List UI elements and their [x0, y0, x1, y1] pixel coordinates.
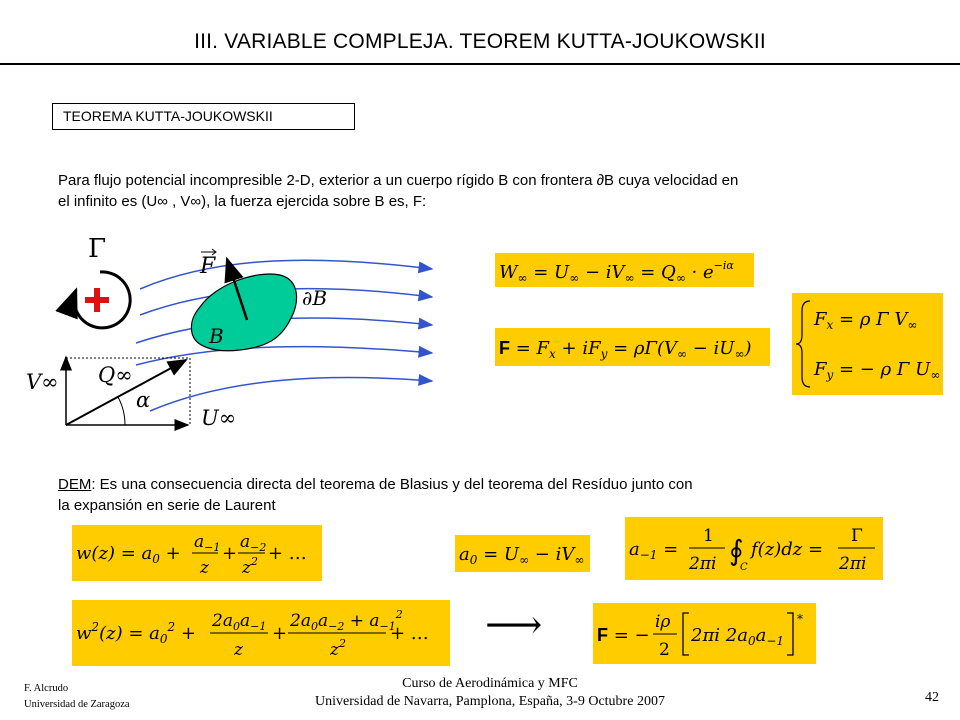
svg-text:z2: z2: [241, 555, 258, 578]
dem-line-2: la expansión en serie de Laurent: [58, 497, 276, 514]
a-minus1-equation: a−1 = 1 2πi ∮ C f(z)dz = Γ 2πi: [629, 526, 875, 574]
svg-text:Fy = − ρ Γ U∞: Fy = − ρ Γ U∞: [813, 359, 940, 382]
svg-text:a−1 =: a−1 =: [629, 539, 678, 562]
plus-vertical: [94, 288, 100, 312]
dem-line-1-text: : Es una consecuencia directa del teorem…: [91, 476, 693, 493]
a0-equation-box: a0 = U∞ − iV∞: [455, 535, 590, 572]
w-squared-equation-box: w2(z) = a02 + 2a0a−1 z + 2a0a−2 + a−12 z…: [72, 600, 450, 666]
svg-text:z: z: [199, 558, 210, 578]
svg-text:a−2: a−2: [240, 532, 266, 554]
w-inf-equation: W∞ = U∞ − iV∞ = Q∞ · e−iα: [499, 259, 734, 285]
footer-course-name: Curso de Aerodinámica y MFC: [402, 676, 578, 691]
svg-text:w(z) = a0 +: w(z) = a0 +: [76, 543, 181, 566]
svg-text:a0 = U∞ − iV∞: a0 = U∞ − iV∞: [459, 544, 584, 567]
title-rule: [0, 63, 960, 65]
dem-label: DEM: [58, 476, 92, 493]
q-vector-arrow: [65, 359, 188, 426]
svg-text:a−1: a−1: [194, 532, 220, 554]
svg-text:F = −: F = −: [597, 625, 650, 646]
a-minus1-equation-box: a−1 = 1 2πi ∮ C f(z)dz = Γ 2πi: [625, 517, 883, 580]
u-inf-label: U∞: [201, 406, 236, 430]
svg-text:F = Fx + iFy = ρΓ(V∞ − iU∞): F = Fx + iFy = ρΓ(V∞ − iU∞): [499, 338, 752, 361]
boundary-label: ∂B: [302, 286, 327, 310]
svg-text:Γ: Γ: [851, 526, 863, 546]
a0-equation: a0 = U∞ − iV∞: [459, 544, 584, 567]
force-result-equation-box: F = − iρ 2 2πi 2a0a−1 *: [593, 603, 816, 664]
svg-text:z: z: [233, 640, 244, 660]
svg-text:Fx = ρ Γ V∞: Fx = ρ Γ V∞: [813, 309, 917, 332]
dem-line-1: DEM: Es una consecuencia directa del teo…: [58, 474, 693, 495]
svg-text:+ …: + …: [268, 543, 307, 564]
svg-text:+ …: + …: [390, 623, 429, 644]
q-inf-label: Q∞: [98, 363, 133, 387]
footer-venue: Universidad de Navarra, Pamplona, España…: [315, 694, 665, 709]
section-label: TEOREMA KUTTA-JOUKOWSKII: [52, 103, 355, 130]
svg-text:2: 2: [659, 640, 670, 660]
intro-line-1: Para flujo potencial incompresible 2-D, …: [58, 172, 739, 189]
w-squared-equation: w2(z) = a02 + 2a0a−1 z + 2a0a−2 + a−12 z…: [76, 608, 429, 660]
svg-text:2a0a−1: 2a0a−1: [211, 611, 266, 633]
implies-arrow: ⟶: [485, 602, 543, 648]
laurent-equation: w(z) = a0 + a−1 z + a−2 z2 + …: [76, 532, 307, 578]
svg-text:W∞ = U∞ − iV∞ = Q∞ · e−iα: W∞ = U∞ − iV∞ = Q∞ · e−iα: [499, 259, 734, 285]
force-components-box: Fx = ρ Γ V∞ Fy = − ρ Γ U∞: [792, 293, 943, 395]
svg-text:2πi 2a0a−1: 2πi 2a0a−1: [690, 625, 784, 648]
svg-text:f(z)dz =: f(z)dz =: [749, 539, 823, 560]
svg-text:+: +: [222, 543, 237, 564]
intro-line-2: el infinito es (U∞ , V∞), la fuerza ejer…: [58, 193, 427, 210]
svg-text:*: *: [797, 612, 803, 626]
body-label: B: [208, 324, 224, 348]
svg-text:2a0a−2 + a−12: 2a0a−2 + a−12: [289, 608, 403, 633]
svg-text:C: C: [740, 562, 748, 573]
force-vector-label: F: [199, 254, 216, 279]
svg-text:2πi: 2πi: [838, 554, 866, 574]
footer-course: Curso de Aerodinámica y MFC Universidad …: [240, 675, 740, 711]
w-inf-equation-box: W∞ = U∞ − iV∞ = Q∞ · e−iα: [495, 253, 754, 287]
laurent-equation-box: w(z) = a0 + a−1 z + a−2 z2 + …: [72, 525, 322, 581]
svg-text:w2(z) = a02 +: w2(z) = a02 +: [76, 620, 196, 646]
force-equation: F = Fx + iFy = ρΓ(V∞ − iU∞): [499, 338, 752, 361]
svg-text:z2: z2: [329, 637, 346, 660]
v-inf-label: V∞: [26, 370, 59, 394]
svg-text:1: 1: [703, 526, 714, 546]
svg-text:2πi: 2πi: [688, 554, 716, 574]
footer-author: F. Alcrudo: [24, 683, 69, 694]
footer-institution: Universidad de Zaragoza: [24, 699, 130, 710]
kutta-diagram: F ∂B B Γ V∞ Q∞ α U∞: [26, 234, 434, 431]
alpha-label: α: [136, 388, 150, 412]
svg-text:∮: ∮: [729, 534, 744, 567]
circulation-arrow: [55, 270, 132, 330]
force-components-equation: Fx = ρ Γ V∞ Fy = − ρ Γ U∞: [795, 300, 940, 388]
slide-title: III. VARIABLE COMPLEJA. TEOREM KUTTA-JOU…: [194, 30, 766, 53]
svg-text:iρ: iρ: [655, 612, 670, 632]
svg-text:+: +: [272, 623, 287, 644]
force-result-equation: F = − iρ 2 2πi 2a0a−1 *: [597, 612, 803, 660]
force-equation-box: F = Fx + iFy = ρΓ(V∞ − iU∞): [495, 328, 770, 366]
page-number: 42: [925, 690, 939, 705]
circulation-label: Γ: [88, 234, 106, 264]
force-arrow: [224, 256, 249, 321]
